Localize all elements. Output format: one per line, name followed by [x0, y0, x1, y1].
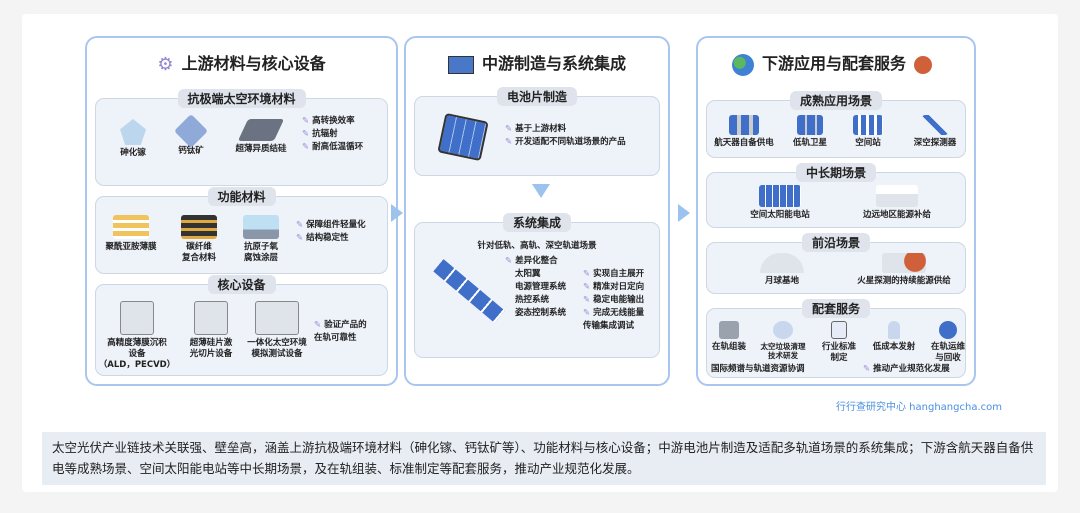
lunar-base-icon	[760, 253, 804, 273]
crystal-icon	[120, 119, 146, 145]
downstream-panel: 下游应用与配套服务 成熟应用场景 航天器自备供电 低轨卫星 空间站 深空探测器 …	[696, 36, 976, 386]
section-title: 核心设备	[207, 275, 276, 294]
arrow-right-icon	[391, 204, 403, 222]
spectrum-coordination-text: 国际频谱与轨道资源协调	[711, 364, 805, 374]
space-station-icon	[853, 115, 883, 135]
perovskite-item: 钙钛矿	[166, 114, 216, 157]
deposition-equipment-item: 高精度薄膜沉积 设备 （ALD，PECVD）	[98, 301, 176, 371]
orbital-assembly-item: 在轨组装	[707, 321, 751, 353]
arrow-down-icon	[532, 184, 550, 198]
functional-bullets: 保障组件轻量化结构稳定性	[296, 219, 366, 245]
laser-cutting-item: 超薄硅片激 光切片设备	[180, 301, 242, 360]
globe-icon	[939, 321, 957, 339]
laser-cutter-icon	[194, 301, 228, 335]
coating-icon	[243, 215, 279, 239]
deposition-machine-icon	[120, 301, 154, 335]
carbon-fiber-item: 碳纤维 复合材料	[171, 215, 227, 264]
rocket-icon	[888, 321, 900, 339]
core-equipment-section: 核心设备 高精度薄膜沉积 设备 （ALD，PECVD） 超薄硅片激 光切片设备 …	[95, 275, 388, 376]
upstream-title: ⚙上游材料与核心设备	[157, 54, 326, 75]
debris-icon	[773, 321, 793, 339]
integration-bullets: 实现自主展开精准对日定向稳定电能输出完成无线能量 传输集成调试	[583, 268, 644, 333]
deep-space-probe-item: 深空探测器	[903, 115, 967, 149]
integration-subtitle: 针对低轨、高轨、深空轨道场景	[477, 241, 597, 251]
earth-icon	[731, 53, 754, 76]
functional-materials-section: 功能材料 聚酰亚胺薄膜 碳纤维 复合材料 抗原子氧 腐蚀涂层 保障组件轻量化结构…	[95, 187, 388, 274]
section-title: 功能材料	[207, 187, 276, 206]
remote-station-icon	[876, 185, 918, 207]
mars-rover-icon	[882, 253, 926, 273]
film-layers-icon	[113, 215, 149, 239]
hjt-silicon-item: 超薄异质结硅	[226, 119, 296, 155]
leo-satellite-item: 低轨卫星	[785, 115, 835, 149]
mature-scenarios-section: 成熟应用场景 航天器自备供电 低轨卫星 空间站 深空探测器	[706, 91, 967, 158]
equipment-bullets: 验证产品的 在轨可靠性	[314, 319, 367, 345]
mars-energy-item: 火星探测的持续能源供给	[839, 253, 969, 287]
midstream-title: 中游制造与系统集成	[406, 50, 668, 74]
midstream-panel: 中游制造与系统集成 电池片制造 基于上游材料开发适配不同轨道场景的产品 系统集成…	[404, 36, 670, 386]
integration-components: 太阳翼电源管理系统热控系统姿态控制系统	[515, 269, 567, 318]
section-title: 前沿场景	[801, 233, 871, 252]
section-title: 中长期场景	[795, 163, 877, 182]
mars-icon	[914, 55, 932, 74]
integration-list: 差异化整合	[505, 255, 558, 268]
gaas-item: 砷化镓	[108, 119, 158, 159]
section-title: 成熟应用场景	[789, 91, 883, 110]
coating-item: 抗原子氧 腐蚀涂层	[231, 215, 291, 264]
satellite-icon	[729, 115, 759, 135]
solar-panel-icon	[447, 55, 474, 74]
upstream-panel: ⚙上游材料与核心设备 抗极端太空环境材料 砷化镓 钙钛矿 超薄异质结硅 高转换效…	[85, 36, 398, 386]
probe-icon	[922, 115, 948, 135]
section-title: 系统集成	[502, 213, 572, 232]
support-services-section: 配套服务 在轨组装 太空垃圾清理 技术研发 行业标准 制定 低成本发射 在轨运维…	[706, 299, 966, 378]
carbon-fiber-icon	[181, 215, 217, 239]
polyimide-item: 聚酰亚胺薄膜	[98, 215, 164, 253]
low-cost-launch-item: 低成本发射	[867, 321, 921, 353]
remote-energy-item: 边远地区能源补给	[847, 185, 947, 221]
wafer-icon	[237, 119, 285, 141]
mid-long-term-section: 中长期场景 空间太阳能电站 边远地区能源补给	[706, 163, 966, 228]
debris-cleanup-item: 太空垃圾清理 技术研发	[751, 321, 815, 360]
perovskite-icon	[174, 114, 208, 148]
satellite-icon	[797, 115, 823, 135]
cell-manufacturing-section: 电池片制造 基于上游材料开发适配不同轨道场景的产品	[414, 87, 660, 176]
frontier-section: 前沿场景 月球基地 火星探测的持续能源供给	[706, 233, 969, 294]
solar-array-icon	[759, 185, 801, 207]
system-integration-section: 系统集成 针对低轨、高轨、深空轨道场景 差异化整合 太阳翼电源管理系统热控系统姿…	[414, 213, 660, 358]
test-chamber-icon	[255, 301, 299, 335]
section-title: 抗极端太空环境材料	[177, 89, 306, 108]
gears-icon: ⚙	[157, 54, 174, 75]
watermark: 行行查研究中心 hanghangcha.com	[836, 402, 1002, 413]
robot-arm-icon	[719, 321, 739, 339]
industry-standards-item: 行业标准 制定	[817, 321, 861, 364]
extreme-materials-section: 抗极端太空环境材料 砷化镓 钙钛矿 超薄异质结硅 高转换效率抗辐射耐高低温循环	[95, 89, 388, 186]
space-station-item: 空间站	[843, 115, 893, 149]
extreme-bullets: 高转换效率抗辐射耐高低温循环	[302, 115, 363, 154]
maintenance-recovery-item: 在轨运维 与回收	[925, 321, 971, 364]
section-title: 配套服务	[801, 299, 871, 318]
lunar-base-item: 月球基地	[747, 253, 817, 287]
document-icon	[831, 321, 847, 339]
arrow-right-icon	[678, 204, 690, 222]
cell-bullets: 基于上游材料开发适配不同轨道场景的产品	[505, 123, 626, 149]
space-solar-station-item: 空间太阳能电站	[735, 185, 825, 221]
spacecraft-power-item: 航天器自备供电	[709, 115, 779, 149]
solar-cell-icon	[437, 112, 489, 162]
caption-text: 太空光伏产业链技术关联强、壁垒高，涵盖上游抗极端环境材料（砷化镓、钙钛矿等）、功…	[42, 432, 1046, 485]
satellite-icon	[433, 259, 505, 323]
standardization-bullet: 推动产业规范化发展	[863, 363, 950, 376]
section-title: 电池片制造	[496, 87, 578, 106]
simulation-test-item: 一体化太空环境 模拟测试设备	[242, 301, 312, 360]
downstream-title: 下游应用与配套服务	[698, 50, 974, 76]
